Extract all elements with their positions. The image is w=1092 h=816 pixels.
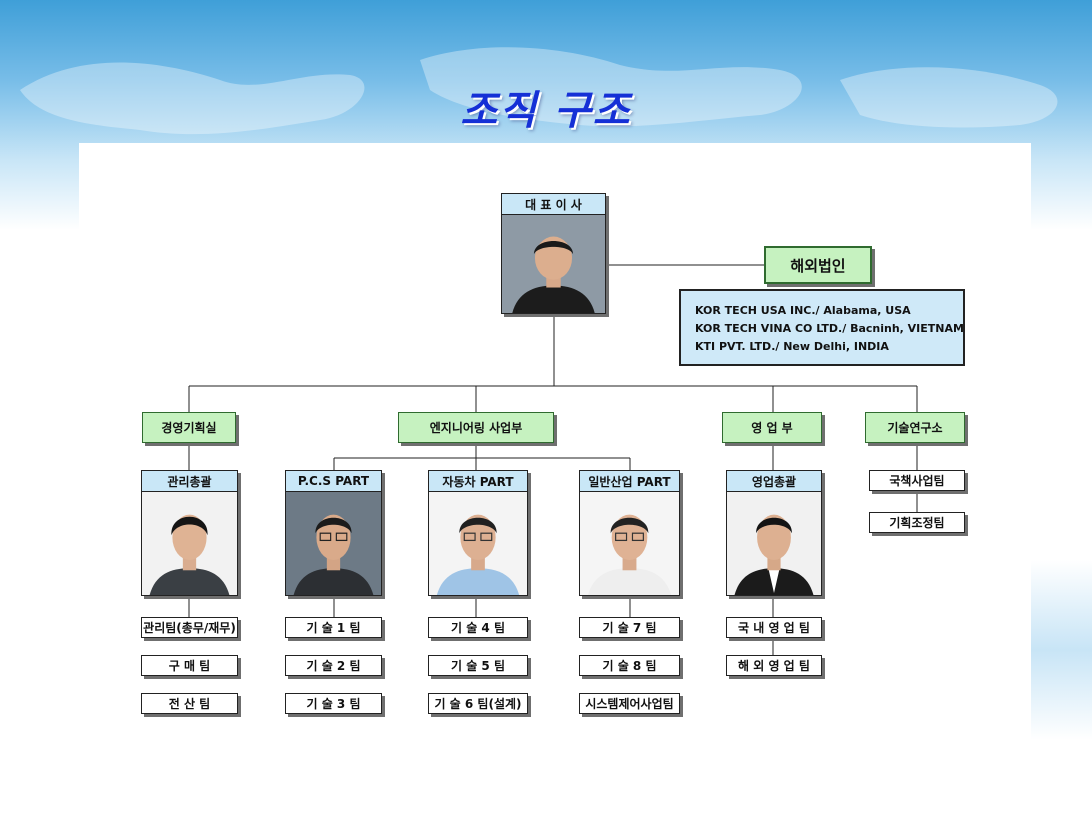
division-research-lab: 기술연구소 xyxy=(865,412,965,443)
industry-part-label: 일반산업 PART xyxy=(580,471,679,492)
team-box: 전 산 팀 xyxy=(141,693,238,714)
pcs-part-label: P.C.S PART xyxy=(286,471,381,492)
team-box: 관리팀(총무/재무) xyxy=(141,617,238,638)
sales-head-card: 영업총괄 xyxy=(726,470,822,596)
team-box: 기 술 1 팀 xyxy=(285,617,382,638)
overseas-subsidiaries-box: 해외법인 xyxy=(764,246,872,284)
decorative-fade xyxy=(1031,560,1092,740)
admin-head-card: 관리총괄 xyxy=(141,470,238,596)
page-title: 조직 구조 xyxy=(460,88,632,134)
auto-part-label: 자동차 PART xyxy=(429,471,527,492)
industry-part-photo xyxy=(580,492,679,595)
overseas-entity: KOR TECH USA INC./ Alabama, USA xyxy=(695,304,911,317)
pcs-part-photo xyxy=(286,492,381,595)
division-engineering: 엔지니어링 사업부 xyxy=(398,412,554,443)
team-box: 기 술 3 팀 xyxy=(285,693,382,714)
overseas-entity: KOR TECH VINA CO LTD./ Bacninh, VIETNAM xyxy=(695,322,964,335)
sales-head-label: 영업총괄 xyxy=(727,471,821,492)
team-box: 국 내 영 업 팀 xyxy=(726,617,822,638)
team-box: 국책사업팀 xyxy=(869,470,965,491)
team-box: 기획조정팀 xyxy=(869,512,965,533)
overseas-entity: KTI PVT. LTD./ New Delhi, INDIA xyxy=(695,340,889,353)
admin-head-label: 관리총괄 xyxy=(142,471,237,492)
division-sales: 영 업 부 xyxy=(722,412,822,443)
sales-head-photo xyxy=(727,492,821,595)
auto-part-card: 자동차 PART xyxy=(428,470,528,596)
team-box: 구 매 팀 xyxy=(141,655,238,676)
admin-head-photo xyxy=(142,492,237,595)
world-map-watermark xyxy=(20,47,1058,135)
overseas-entities-list: KOR TECH USA INC./ Alabama, USA KOR TECH… xyxy=(679,289,965,366)
team-box: 시스템제어사업팀 xyxy=(579,693,680,714)
team-box: 기 술 4 팀 xyxy=(428,617,528,638)
ceo-card: 대 표 이 사 xyxy=(501,193,606,314)
team-box: 기 술 5 팀 xyxy=(428,655,528,676)
ceo-label: 대 표 이 사 xyxy=(502,194,605,215)
industry-part-card: 일반산업 PART xyxy=(579,470,680,596)
division-management-planning: 경영기획실 xyxy=(142,412,236,443)
team-box: 기 술 6 팀(설계) xyxy=(428,693,528,714)
ceo-photo xyxy=(502,215,605,313)
team-box: 기 술 7 팀 xyxy=(579,617,680,638)
pcs-part-card: P.C.S PART xyxy=(285,470,382,596)
team-box: 해 외 영 업 팀 xyxy=(726,655,822,676)
team-box: 기 술 8 팀 xyxy=(579,655,680,676)
auto-part-photo xyxy=(429,492,527,595)
team-box: 기 술 2 팀 xyxy=(285,655,382,676)
